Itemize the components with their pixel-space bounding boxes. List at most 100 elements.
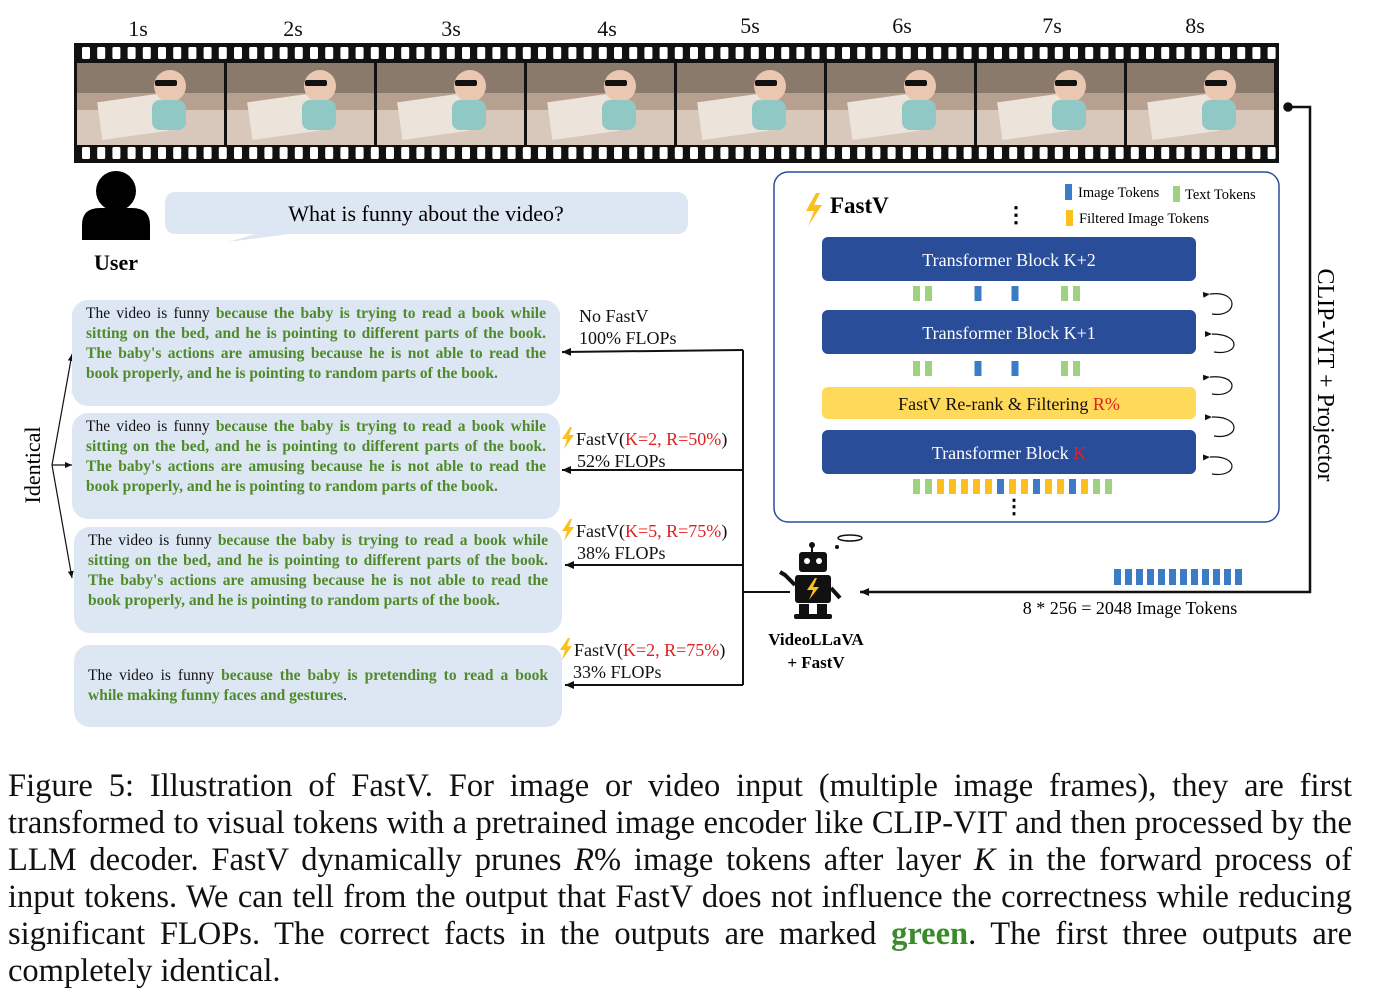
sprocket-hole: [826, 147, 835, 159]
sprocket-hole: [826, 47, 835, 59]
image-token: [1169, 569, 1176, 585]
sprocket-hole: [857, 47, 866, 59]
response-fastv-k5-r75: The video is funny because the baby is t…: [74, 527, 562, 633]
sprocket-hole: [1009, 147, 1018, 159]
response-tail: .: [343, 687, 347, 704]
sprocket-hole: [720, 147, 729, 159]
token: [1105, 479, 1112, 494]
sprocket-hole: [750, 147, 759, 159]
sprocket-hole: [203, 147, 212, 159]
sprocket-hole: [477, 47, 486, 59]
sprocket-hole: [370, 47, 379, 59]
film-sprockets: [82, 47, 1276, 159]
config-params: K=2, R=75%: [623, 640, 720, 660]
sprocket-hole: [978, 47, 987, 59]
sprocket-hole: [249, 47, 258, 59]
sprocket-hole: [842, 47, 850, 59]
sprocket-hole: [568, 147, 577, 159]
config-name: FastV(: [574, 640, 623, 660]
token: [1073, 361, 1080, 376]
sprocket-hole: [750, 47, 759, 59]
video-frame: [827, 63, 974, 145]
caption-var-k: K: [973, 842, 996, 878]
token: [1057, 479, 1064, 494]
image-token: [1191, 569, 1198, 585]
sprocket-hole: [97, 47, 106, 59]
sprocket-hole: [203, 47, 212, 59]
token: [925, 479, 932, 494]
sprocket-hole: [1009, 47, 1018, 59]
image-token: [1224, 569, 1231, 585]
output-routing: [561, 347, 790, 689]
identical-arrows: [51, 353, 74, 579]
sprocket-hole: [735, 147, 744, 159]
config-params: K=2, R=50%: [625, 429, 722, 449]
bolt-icon: [562, 427, 574, 449]
token: [1021, 479, 1028, 494]
fastv-panel: FastV ⋮ Image Tokens Text Tokens Filtere…: [773, 171, 1280, 523]
fastv-title: FastV: [830, 193, 889, 218]
legend-filtered-swatch: [1066, 210, 1073, 226]
timeline-labels: 1s 2s 3s 4s 5s 6s 7s 8s: [128, 13, 1205, 41]
sprocket-hole: [310, 147, 318, 159]
video-frame: [1127, 63, 1274, 145]
time-label-7: 7s: [1042, 13, 1062, 38]
sprocket-hole: [1206, 47, 1215, 59]
token: [1073, 286, 1080, 301]
time-label-8: 8s: [1185, 13, 1205, 38]
sprocket-hole: [553, 147, 562, 159]
time-label-2: 2s: [283, 16, 303, 41]
token: [1061, 286, 1068, 301]
sprocket-hole: [1176, 147, 1185, 159]
sprocket-hole: [325, 47, 334, 59]
transformer-block-k1-label: Transformer Block K+1: [922, 323, 1095, 343]
response-fastv-k2-r50: The video is funny because the baby is t…: [72, 413, 560, 519]
config-close: ): [721, 429, 728, 449]
config-fastv-k2-r75: FastV(K=2, R=75%) 33% FLOPs: [559, 638, 725, 683]
config-flops: 52% FLOPs: [577, 451, 666, 471]
sprocket-hole: [1039, 147, 1048, 159]
transformer-block-k1: [822, 310, 1196, 354]
sprocket-hole: [796, 147, 805, 159]
token: [1011, 286, 1019, 301]
sprocket-hole: [538, 147, 546, 159]
sprocket-hole: [644, 147, 653, 159]
sprocket-hole: [249, 147, 258, 159]
question-text: What is funny about the video?: [288, 201, 564, 226]
sprocket-hole: [416, 147, 425, 159]
sprocket-hole: [1054, 47, 1063, 59]
sprocket-hole: [796, 47, 805, 59]
sprocket-hole: [188, 47, 197, 59]
sprocket-hole: [811, 147, 820, 159]
figure-caption: Figure 5: Illustration of FastV. For ima…: [8, 768, 1352, 990]
sprocket-hole: [522, 47, 531, 59]
token: [961, 479, 968, 494]
token: [925, 286, 932, 301]
transformer-block-k: [822, 430, 1196, 474]
sprocket-hole: [902, 147, 911, 159]
config-close: ): [719, 640, 726, 660]
token: [949, 479, 956, 494]
sprocket-hole: [1161, 147, 1170, 159]
config-flops: 33% FLOPs: [573, 662, 662, 682]
robot-name-line1: VideoLLaVA: [768, 630, 864, 649]
token: [985, 479, 992, 494]
sprocket-hole: [386, 47, 394, 59]
video-frame: [977, 63, 1124, 145]
sprocket-hole: [994, 147, 1002, 159]
sprocket-hole: [173, 147, 182, 159]
sprocket-hole: [325, 147, 334, 159]
sprocket-hole: [583, 47, 592, 59]
sprocket-hole: [446, 147, 455, 159]
image-token: [1202, 569, 1209, 585]
video-frame: [227, 63, 374, 145]
config-fastv-k2-r50: FastV(K=2, R=50%) 52% FLOPs: [561, 427, 727, 472]
panel-dots-bottom: ⋮: [1004, 496, 1024, 518]
sprocket-hole: [720, 47, 729, 59]
config-no-fastv: No FastV 100% FLOPs: [579, 305, 677, 349]
image-token-strip: [1114, 569, 1242, 585]
token: [1009, 479, 1016, 494]
response-correct-facts: because the baby is pretending to read a…: [88, 667, 548, 704]
sprocket-hole: [355, 47, 364, 59]
sprocket-hole: [507, 47, 516, 59]
